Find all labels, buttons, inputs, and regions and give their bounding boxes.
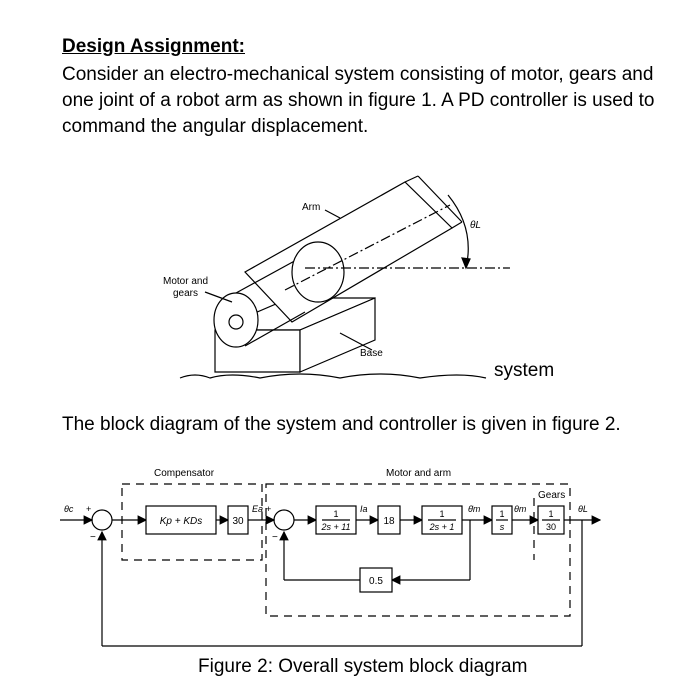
elec-den: 2s + 11: [320, 522, 350, 532]
figure-1-caption: system: [200, 360, 620, 386]
base-label: Base: [360, 348, 383, 359]
ia-label: Ia: [360, 504, 368, 514]
intro-paragraph: Consider an electro-mechanical system co…: [62, 64, 655, 137]
integ-num: 1: [499, 509, 504, 519]
gain-18-text: 18: [383, 516, 395, 527]
gear-num: 1: [548, 509, 553, 519]
block-diagram-paragraph: The block diagram of the system and cont…: [62, 414, 621, 435]
base-side: [299, 297, 376, 373]
summing-junction-2: [273, 509, 295, 531]
gears-label: Gears: [538, 490, 565, 501]
theta-m-label: θm: [514, 504, 527, 514]
gain-30-block: [227, 505, 249, 535]
gain-18-block: [377, 505, 401, 535]
theta-label: θL: [470, 220, 481, 231]
minus-sign-2: −: [272, 532, 278, 543]
feedback-gain-block: [359, 567, 393, 593]
omega-label: θ̇m: [468, 504, 481, 514]
ea-label: Ea: [252, 504, 263, 514]
mech-num: 1: [439, 509, 444, 519]
arm-label: Arm: [302, 202, 320, 213]
integ-den: s: [500, 522, 505, 532]
figure-2-caption: Figure 2: Overall system block diagram: [198, 656, 528, 677]
gain-30-text: 30: [232, 516, 244, 527]
compensator-group: [121, 483, 263, 561]
input-theta-c-label: θc: [64, 504, 74, 514]
compensator-label: Compensator: [154, 468, 215, 479]
summing-junction-1: [91, 509, 113, 531]
motor-label-line1: Motor and: [163, 276, 208, 287]
motor-arm-group: [265, 483, 571, 617]
minus-sign-1: −: [90, 532, 96, 543]
figure-1-robot-arm: Arm Motor and gears Base θL: [163, 175, 510, 379]
plus-sign-1: +: [86, 504, 91, 514]
elec-num: 1: [333, 509, 338, 519]
motor-arm-label: Motor and arm: [386, 468, 451, 479]
motor-label-line2: gears: [173, 288, 198, 299]
section-heading: Design Assignment:: [62, 36, 245, 57]
plus-sign-2: +: [266, 504, 271, 514]
feedback-gain-text: 0.5: [369, 576, 383, 587]
mech-den: 2s + 1: [429, 522, 455, 532]
figure-1-caption-text: system: [494, 360, 555, 381]
gear-den: 30: [546, 522, 556, 532]
output-theta-l-label: θL: [578, 504, 588, 514]
pd-controller-block: [145, 505, 217, 535]
pd-block-text: Kp + KDs: [160, 516, 203, 527]
